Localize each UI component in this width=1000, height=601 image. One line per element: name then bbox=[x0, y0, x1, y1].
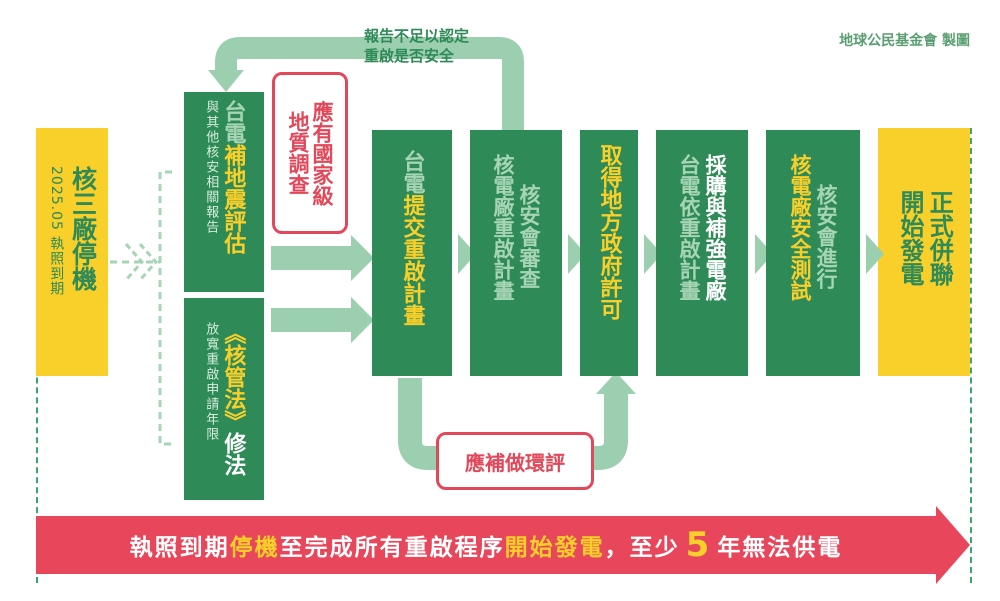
step-1-prefix: 台電 bbox=[399, 150, 425, 194]
banner-arrow-tip bbox=[936, 506, 970, 584]
end-line-1: 正式併聯 bbox=[925, 190, 954, 286]
track-b-sub: 放寬重啟申請年限 bbox=[203, 322, 219, 442]
track-b-arrow-shaft bbox=[271, 308, 351, 332]
banner-part-f: 年無法供電 bbox=[717, 535, 843, 561]
loop-note: 報告不足以認定 重啟是否安全 bbox=[364, 26, 469, 67]
start-title: 核三廠停機 bbox=[68, 166, 98, 291]
step-3-box: 取得地方政府許可 bbox=[580, 130, 638, 376]
banner-part-a: 執照到期 bbox=[129, 535, 230, 561]
track-a-title: 台電補地震評估 bbox=[220, 100, 246, 254]
geology-note-line-2: 地質調查 bbox=[286, 111, 310, 195]
start-date: 2025.05 執照到期 bbox=[48, 166, 65, 297]
banner-part-b: 停機 bbox=[229, 535, 280, 561]
step-2-line-2: 核電廠重啟計畫 bbox=[491, 154, 515, 301]
loop-note-line-2: 重啟是否安全 bbox=[364, 47, 455, 66]
step-5-line-1: 核安會進行 bbox=[814, 184, 839, 289]
step-5-box: 核電廠安全測試 核安會進行 bbox=[766, 130, 860, 376]
feedback-loop-arrow-head bbox=[208, 70, 244, 92]
step-1-highlight: 提交重啟計畫 bbox=[399, 194, 425, 326]
step-5-line-2: 核電廠安全測試 bbox=[788, 154, 812, 301]
end-line-2: 開始發電 bbox=[896, 190, 924, 286]
step-1-label: 台電提交重啟計畫 bbox=[399, 150, 425, 326]
eia-note-label: 應補做環評 bbox=[465, 450, 565, 475]
track-b-arrow-head bbox=[351, 297, 374, 343]
banner-part-c: 至完成所有重啟程序 bbox=[279, 535, 505, 561]
step-3-label: 取得地方政府許可 bbox=[596, 144, 622, 320]
track-a-arrow-head bbox=[351, 235, 374, 281]
dashed-chevron-2 bbox=[138, 243, 159, 281]
track-b-highlight: 《核管法》 bbox=[220, 322, 246, 432]
dashed-connector bbox=[110, 170, 172, 446]
banner-number: 5 bbox=[685, 525, 712, 565]
track-a-prefix: 台電 bbox=[220, 100, 246, 144]
step-4-box: 台電依重啟計畫 採購與補強電廠 bbox=[656, 130, 748, 376]
track-b-title: 《核管法》修法 bbox=[220, 322, 246, 476]
step-1-box: 台電提交重啟計畫 bbox=[372, 130, 452, 376]
end-box: 開始發電 正式併聯 bbox=[878, 128, 970, 376]
track-a-sub: 與其他核安相關報告 bbox=[203, 100, 219, 235]
banner-part-e: ，至少 bbox=[604, 535, 680, 561]
loop-note-line-1: 報告不足以認定 bbox=[364, 27, 470, 45]
start-box: 2025.05 執照到期 核三廠停機 bbox=[36, 128, 108, 376]
track-a-box: 與其他核安相關報告 台電補地震評估 bbox=[184, 92, 264, 292]
geology-note-line-1: 應有國家級 bbox=[310, 100, 335, 206]
banner-part-d: 開始發電 bbox=[504, 535, 605, 561]
step-2-line-1: 核安會審查 bbox=[517, 184, 542, 289]
track-a-highlight: 補地震評估 bbox=[220, 144, 246, 254]
dashed-line-right bbox=[970, 128, 972, 583]
dashed-chevron-1 bbox=[124, 243, 145, 281]
step-2-box: 核電廠重啟計畫 核安會審查 bbox=[470, 130, 562, 376]
track-b-box: 放寬重啟申請年限 《核管法》修法 bbox=[184, 298, 264, 500]
step-4-line-1: 台電依重啟計畫 bbox=[677, 154, 701, 301]
track-b-suffix: 修法 bbox=[220, 432, 246, 476]
step-4-line-2: 採購與補強電廠 bbox=[703, 154, 728, 301]
geology-note: 地質調查 應有國家級 bbox=[272, 72, 348, 234]
track-a-arrow-shaft bbox=[271, 246, 351, 270]
eia-note: 應補做環評 bbox=[436, 432, 594, 490]
bottom-banner: 執照到期 停機 至完成所有重啟程序 開始發電 ，至少 5 年無法供電 bbox=[36, 516, 936, 574]
credit-label: 地球公民基金會 製圖 bbox=[839, 33, 970, 49]
